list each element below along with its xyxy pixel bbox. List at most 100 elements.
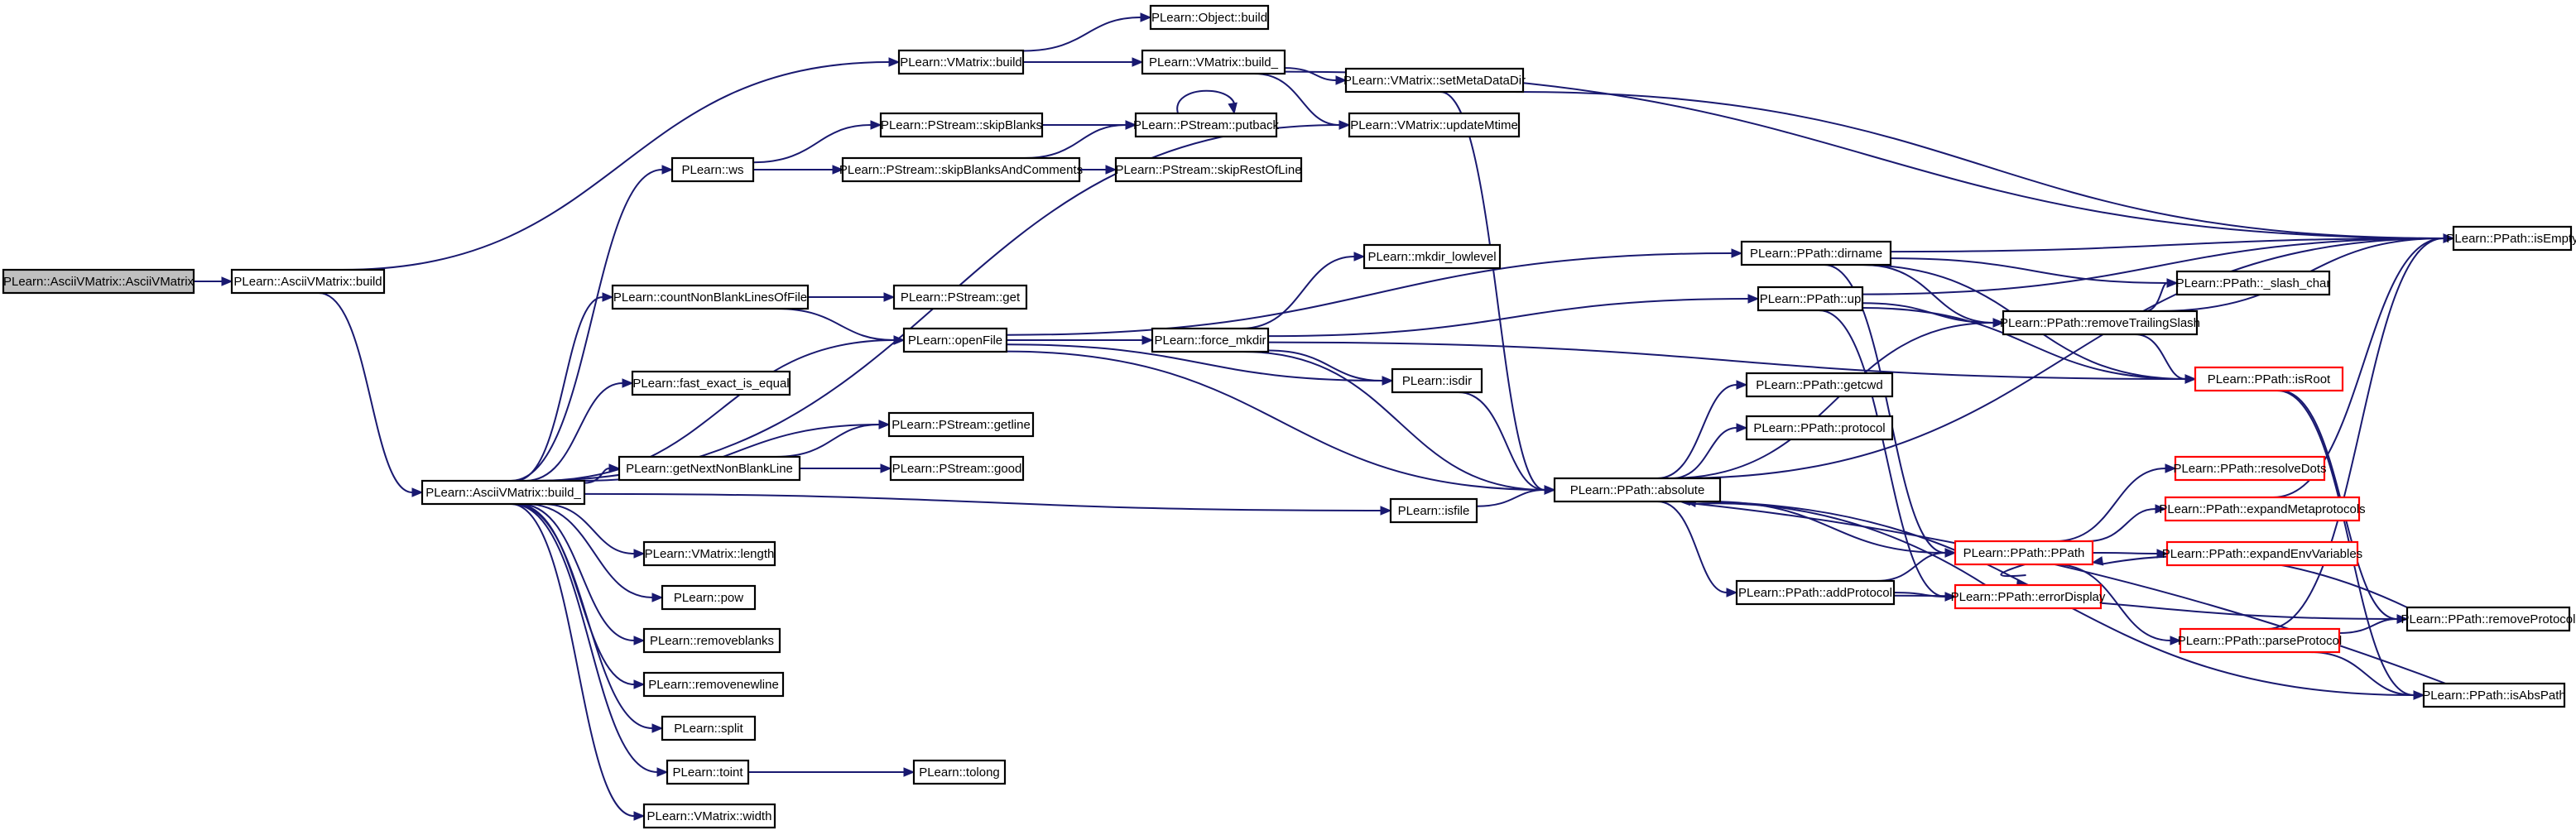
node-countNB[interactable]: PLearn::countNonBlankLinesOfFile xyxy=(611,284,810,310)
edge-line xyxy=(1862,307,2186,380)
edge-openFile-to-dirname xyxy=(1006,248,1743,336)
node-addProtocol[interactable]: PLearn::PPath::addProtocol xyxy=(1735,579,1896,606)
node-mkdir_low[interactable]: PLearn::mkdir_lowlevel xyxy=(1362,243,1502,270)
node-up[interactable]: PLearn::PPath::up xyxy=(1757,286,1864,312)
node-label: PLearn::PStream::good xyxy=(892,462,1022,476)
node-openFile[interactable]: PLearn::openFile xyxy=(902,327,1008,353)
node-ps_skipRest[interactable]: PLearn::PStream::skipRestOfLine xyxy=(1114,156,1303,183)
node-label: PLearn::VMatrix::build_ xyxy=(1149,55,1279,70)
edge-getNextNB-to-ps_good xyxy=(799,463,892,473)
node-force_mkdir[interactable]: PLearn::force_mkdir xyxy=(1151,327,1270,353)
arrowhead xyxy=(1544,485,1556,495)
node-box xyxy=(2175,270,2331,296)
node-isdir[interactable]: PLearn::isdir xyxy=(1391,367,1483,394)
edge-setMeta-to-absolute xyxy=(1439,91,1556,495)
edge-line xyxy=(2055,468,2166,542)
node-isAbsPath[interactable]: PLearn::PPath::isAbsPath xyxy=(2422,682,2566,708)
node-getcwd[interactable]: PLearn::PPath::getcwd xyxy=(1745,372,1894,398)
edge-line xyxy=(318,292,413,493)
node-isfile[interactable]: PLearn::isfile xyxy=(1389,497,1478,524)
edge-line xyxy=(510,503,635,817)
node-root[interactable]: PLearn::AsciiVMatrix::AsciiVMatrix xyxy=(2,268,195,295)
node-box xyxy=(1391,367,1483,394)
node-box xyxy=(1745,372,1894,398)
node-ps_good[interactable]: PLearn::PStream::good xyxy=(889,455,1025,482)
edge-openFile-to-force_mkdir xyxy=(1006,335,1154,345)
node-pow[interactable]: PLearn::pow xyxy=(661,584,757,611)
node-ps_getline[interactable]: PLearn::PStream::getline xyxy=(887,411,1035,438)
arrowhead xyxy=(608,463,621,473)
node-removeProtocol[interactable]: PLearn::PPath::removeProtocol xyxy=(2401,606,2576,632)
node-box xyxy=(642,671,785,698)
edge-line xyxy=(776,424,880,458)
node-label: PLearn::PPath::dirname xyxy=(1750,247,1882,261)
node-ps_get[interactable]: PLearn::PStream::get xyxy=(892,284,1028,310)
node-box xyxy=(1114,156,1303,183)
edge-ppath-to-resolveDots xyxy=(2055,463,2177,542)
node-dirname[interactable]: PLearn::PPath::dirname xyxy=(1740,240,1892,266)
node-removeblanks[interactable]: PLearn::removeblanks xyxy=(642,627,781,654)
node-box xyxy=(902,327,1008,353)
node-ps_putback[interactable]: PLearn::PStream::putback xyxy=(1133,112,1279,138)
node-label: PLearn::ws xyxy=(681,163,743,177)
node-fastEq[interactable]: PLearn::fast_exact_is_equal xyxy=(631,370,791,396)
node-ws[interactable]: PLearn::ws xyxy=(670,156,755,183)
node-expandEnv[interactable]: PLearn::PPath::expandEnvVariables xyxy=(2162,540,2362,567)
node-split[interactable]: PLearn::split xyxy=(661,715,757,741)
node-isRoot[interactable]: PLearn::PPath::isRoot xyxy=(2194,366,2344,392)
node-ps_skipBlanks[interactable]: PLearn::PStream::skipBlanks xyxy=(879,112,1044,138)
edge-line xyxy=(2338,618,2398,634)
arrowhead xyxy=(1132,57,1144,67)
edge-countNB-to-openFile xyxy=(776,308,906,345)
edge-line xyxy=(537,339,895,482)
node-box xyxy=(421,479,586,506)
node-slash_char[interactable]: PLearn::PPath::_slash_char xyxy=(2175,270,2331,296)
node-absolute[interactable]: PLearn::PPath::absolute xyxy=(1553,477,1722,503)
node-parseProtocol[interactable]: PLearn::PPath::parseProtocol xyxy=(2178,627,2342,654)
node-getNextNB[interactable]: PLearn::getNextNonBlankLine xyxy=(618,455,801,482)
node-vm_build_[interactable]: PLearn::VMatrix::build_ xyxy=(1141,49,1286,75)
edge-line xyxy=(1657,384,1737,479)
node-updMtime[interactable]: PLearn::VMatrix::updateMtime xyxy=(1348,112,1521,138)
node-box xyxy=(2405,606,2571,632)
arrowhead xyxy=(878,420,891,429)
arrowhead xyxy=(888,57,901,67)
node-errorDisplay[interactable]: PLearn::PPath::errorDisplay xyxy=(1951,583,2106,610)
edge-ppath-to-expandEnv xyxy=(2092,549,2169,559)
node-vm_length[interactable]: PLearn::VMatrix::length xyxy=(642,540,776,567)
edge-line xyxy=(1284,67,1337,81)
node-removenewline[interactable]: PLearn::removenewline xyxy=(642,671,785,698)
edge-line xyxy=(2000,564,2026,578)
node-vm_build[interactable]: PLearn::VMatrix::build xyxy=(897,49,1025,75)
edge-ppath-to-expandMeta xyxy=(2087,504,2167,542)
node-vm_width[interactable]: PLearn::VMatrix::width xyxy=(642,803,776,829)
node-ppath[interactable]: PLearn::PPath::PPath xyxy=(1954,540,2094,566)
node-toint[interactable]: PLearn::toint xyxy=(666,759,750,785)
node-box xyxy=(1954,540,2094,566)
edge-line xyxy=(1242,351,1545,491)
edge-line xyxy=(1876,552,1946,582)
node-av_build[interactable]: PLearn::AsciiVMatrix::build xyxy=(230,268,386,295)
edge-line xyxy=(2272,238,2444,498)
node-label: PLearn::PPath::protocol xyxy=(1753,421,1885,435)
node-obj_build[interactable]: PLearn::Object::build xyxy=(1149,4,1270,31)
node-setMeta[interactable]: PLearn::VMatrix::setMetaDataDir xyxy=(1343,67,1526,94)
node-box xyxy=(618,455,801,482)
edge-line xyxy=(1267,298,1749,338)
edge-line xyxy=(513,503,653,729)
node-av_build_[interactable]: PLearn::AsciiVMatrix::build_ xyxy=(421,479,586,506)
node-ps_skipBAC[interactable]: PLearn::PStream::skipBlanksAndComments xyxy=(839,156,1083,183)
node-protocol[interactable]: PLearn::PPath::protocol xyxy=(1745,415,1894,441)
node-tolong[interactable]: PLearn::tolong xyxy=(912,759,1007,785)
node-resolveDots[interactable]: PLearn::PPath::resolveDots xyxy=(2173,455,2327,482)
node-label: PLearn::PPath::addProtocol xyxy=(1738,586,1892,600)
node-label: PLearn::PPath::expandEnvVariables xyxy=(2162,547,2362,561)
node-expandMeta[interactable]: PLearn::PPath::expandMetaprotocols xyxy=(2159,496,2366,522)
node-label: PLearn::PPath::_slash_char xyxy=(2176,276,2331,290)
node-box xyxy=(2174,455,2326,482)
node-removeTrailing[interactable]: PLearn::PPath::removeTrailingSlash xyxy=(2000,310,2200,336)
node-isEmpty[interactable]: PLearn::PPath::isEmpty xyxy=(2446,225,2576,252)
edge-ps_skipBAC-to-ps_putback xyxy=(1024,120,1137,159)
node-box xyxy=(661,584,757,611)
node-box xyxy=(230,268,386,295)
